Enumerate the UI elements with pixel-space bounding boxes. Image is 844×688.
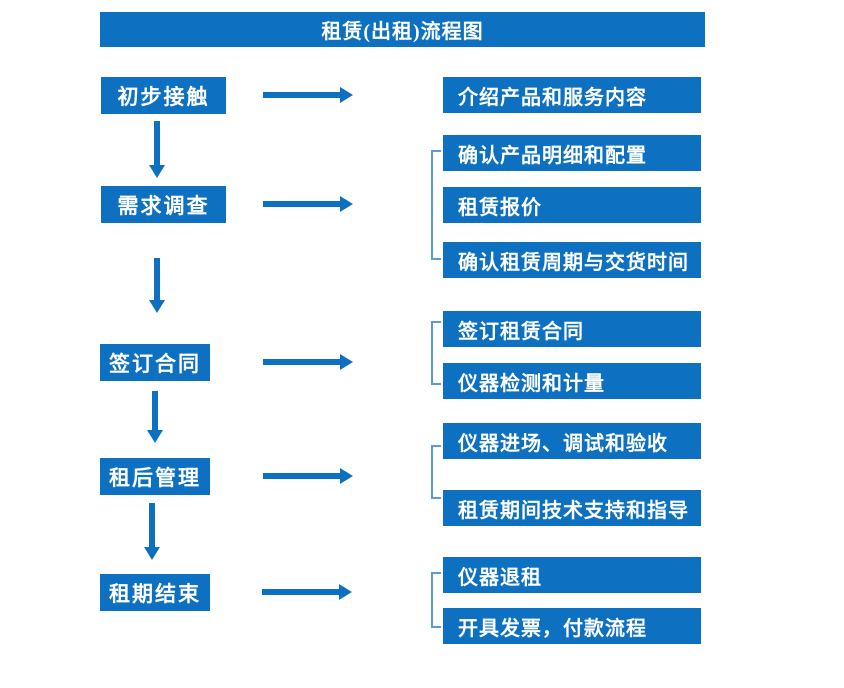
detail-box-tech-support: 租赁期间技术支持和指导 [443, 490, 701, 526]
right-arrow-icon [263, 359, 340, 365]
down-arrow-icon [149, 503, 155, 547]
down-arrow-icon [154, 121, 160, 165]
stage-box-sign-contract: 签订合同 [100, 344, 210, 381]
detail-box-confirm-details: 确认产品明细和配置 [443, 135, 701, 171]
stage-box-initial-contact: 初步接触 [101, 77, 226, 114]
down-arrow-icon [154, 258, 160, 300]
group-bracket [431, 445, 441, 499]
detail-box-rental-quote: 租赁报价 [443, 187, 701, 223]
down-arrow-icon [152, 391, 158, 430]
detail-box-invoice-payment: 开具发票，付款流程 [443, 608, 701, 644]
group-bracket [431, 572, 441, 628]
right-arrow-icon [263, 92, 340, 98]
right-arrow-icon [262, 589, 339, 595]
detail-box-instrument-setup: 仪器进场、调试和验收 [443, 423, 701, 459]
group-bracket [431, 321, 441, 385]
detail-box-confirm-period: 确认租赁周期与交货时间 [443, 242, 701, 278]
detail-box-instrument-testing: 仪器检测和计量 [443, 363, 701, 399]
detail-box-instrument-return: 仪器退租 [443, 557, 701, 593]
flowchart-title: 租赁(出租)流程图 [100, 12, 705, 47]
right-arrow-icon [263, 473, 340, 479]
stage-box-rental-end: 租期结束 [100, 574, 210, 611]
detail-box-introduce-products: 介绍产品和服务内容 [443, 77, 701, 113]
group-bracket [431, 150, 441, 260]
right-arrow-icon [263, 201, 340, 207]
detail-box-sign-rental-contract: 签订租赁合同 [443, 311, 701, 347]
stage-box-post-rental-management: 租后管理 [100, 458, 210, 495]
stage-box-demand-survey: 需求调查 [101, 186, 226, 223]
